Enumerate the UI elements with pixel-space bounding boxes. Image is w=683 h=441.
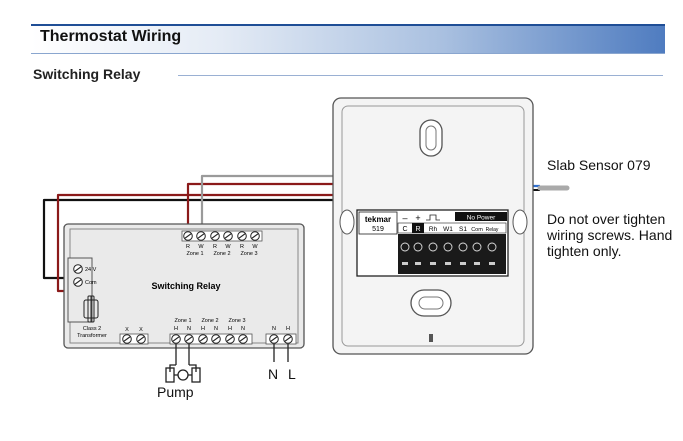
term-r: R	[415, 226, 420, 233]
pump-icon	[165, 367, 201, 383]
symbol-minus: –	[402, 213, 407, 223]
bottom-zone-label: Zone 2	[201, 318, 218, 324]
power-n-label: N	[272, 326, 276, 332]
term-relay: Relay	[486, 227, 499, 233]
pump-label: Pump	[157, 384, 194, 400]
hn-label: N	[214, 326, 218, 332]
term-com: Com	[85, 280, 97, 286]
term-w1: W1	[443, 226, 453, 233]
section-title: Switching Relay	[33, 66, 141, 82]
top-zone-label: Zone 3	[240, 251, 257, 257]
hn-label: H	[201, 326, 205, 332]
top-slot	[419, 119, 443, 157]
section-rule	[178, 75, 663, 76]
header-bar	[31, 24, 665, 54]
bottom-zone-label: Zone 1	[174, 318, 191, 324]
top-term-label: W	[198, 244, 204, 250]
term-24v: 24 V	[85, 267, 97, 273]
bottom-zone-label: Zone 3	[228, 318, 245, 324]
transformer-label: Class 2	[83, 326, 101, 332]
sensor-label: Slab Sensor 079	[547, 157, 651, 173]
symbol-plus: +	[415, 213, 420, 223]
hn-label: N	[187, 326, 191, 332]
thermostat-model: 519	[372, 226, 384, 233]
page-title: Thermostat Wiring	[40, 28, 182, 45]
transformer-label: Transformer	[77, 333, 107, 339]
term-s1: S1	[459, 226, 467, 233]
hn-label: H	[228, 326, 232, 332]
rh-symbol	[426, 214, 440, 221]
no-power-label: No Power	[467, 215, 496, 222]
top-term-label: W	[225, 244, 231, 250]
power-h-label: H	[286, 326, 290, 332]
wire-black	[42, 198, 370, 280]
switching-relay-box: Switching Relay R W R W R W Zone 1 Zone …	[63, 223, 305, 349]
hn-label: N	[241, 326, 245, 332]
terminal-block: tekmar 519 No Power – + C R Rh W1 S1 Com…	[356, 209, 509, 277]
pump-wiring	[169, 344, 197, 372]
power-leads	[273, 344, 289, 362]
x-label: X	[125, 327, 129, 333]
thermostat-brand: tekmar	[365, 215, 391, 224]
top-zone-label: Zone 1	[186, 251, 203, 257]
term-rh: Rh	[429, 226, 438, 233]
x-label: X	[139, 327, 143, 333]
wiring-note: Do not over tighten wiring screws. Hand …	[547, 211, 673, 259]
nl-label: N L	[268, 366, 299, 382]
top-term-label: R	[186, 244, 190, 250]
top-term-label: R	[213, 244, 217, 250]
term-c: C	[402, 226, 407, 233]
bottom-slot	[410, 289, 452, 317]
relay-title: Switching Relay	[151, 281, 220, 291]
transformer-icon	[83, 295, 99, 323]
top-zone-label: Zone 2	[213, 251, 230, 257]
top-term-label: R	[240, 244, 244, 250]
term-com: Com	[471, 227, 483, 233]
hn-label: H	[174, 326, 178, 332]
top-term-label: W	[252, 244, 258, 250]
